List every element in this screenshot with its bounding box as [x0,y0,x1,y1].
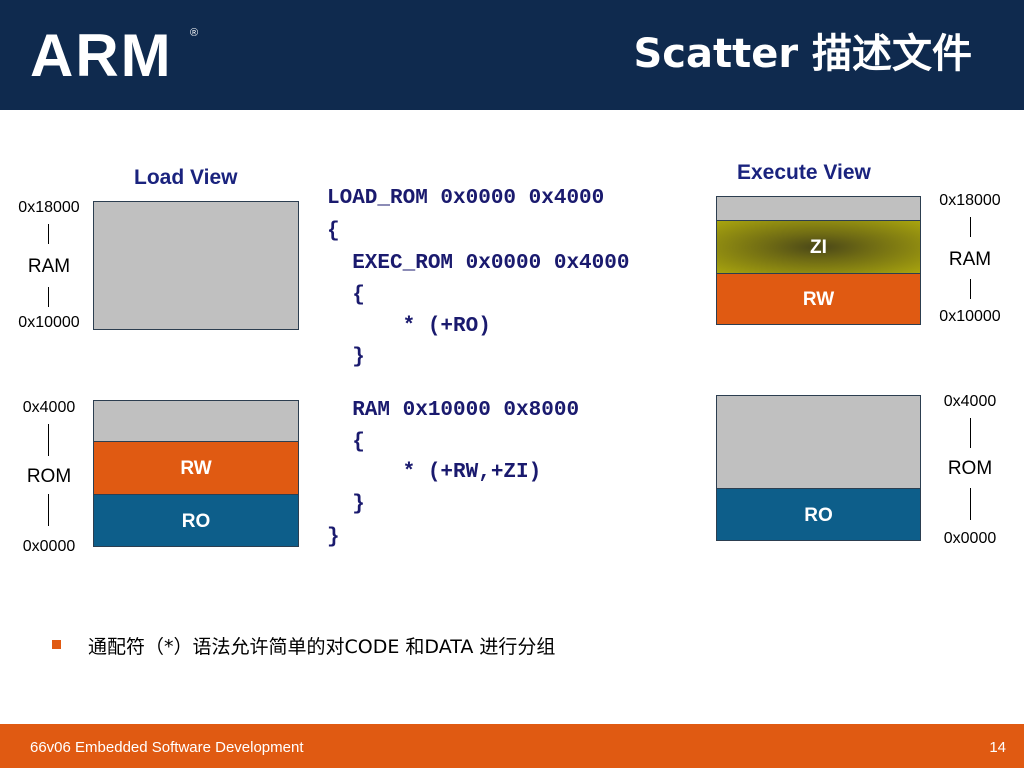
exec-rom-line-bottom [970,488,971,520]
code-line-11: } [327,526,340,549]
code-line-1: LOAD_ROM 0x0000 0x4000 [327,187,605,210]
code-line-6: } [327,346,365,369]
code-line-8: { [327,431,365,454]
load-ro-segment: RO [93,494,299,547]
footer-course: 66v06 Embedded Software Development [30,739,304,756]
exec-zi-label: ZI [810,237,827,258]
load-ram-line-bottom [48,287,49,307]
exec-zi-segment: ZI [716,220,921,274]
exec-ram-free-space [716,196,921,221]
exec-ro-segment: RO [716,488,921,541]
load-rom-line-top [48,424,49,456]
load-rom-bottom-address: 0x0000 [22,538,76,555]
page-number: 14 [989,739,1006,756]
code-line-2: { [327,220,340,243]
load-ram-bottom-address: 0x10000 [18,314,80,331]
load-ram-top-address: 0x18000 [18,199,80,216]
code-line-7: RAM 0x10000 0x8000 [327,399,580,422]
load-rom-line-bottom [48,494,49,526]
registered-mark: ® [190,27,199,39]
load-rom-label: ROM [26,466,72,487]
bullet-square-icon [52,640,61,649]
code-line-4: { [327,284,365,307]
bullet-text: 通配符（*）语法允许简单的对CODE 和DATA 进行分组 [88,636,556,658]
load-ram-label: RAM [27,256,71,277]
exec-rom-top-address: 0x4000 [943,393,997,410]
load-ram-line-top [48,224,49,244]
load-rw-label: RW [180,458,212,479]
slide-title: Scatter 描述文件 [633,31,972,77]
exec-rom-line-top [970,418,971,448]
exec-rw-label: RW [802,289,835,310]
code-line-9: * (+RW,+ZI) [327,461,542,484]
exec-rom-bottom-address: 0x0000 [943,530,997,547]
code-line-10: } [327,493,365,516]
load-rw-segment: RW [93,441,299,495]
load-ro-label: RO [181,511,211,532]
exec-rw-segment: RW [716,273,921,325]
exec-ram-top-address: 0x18000 [939,192,1001,209]
arm-logo: ARM [30,22,173,89]
code-line-3: EXEC_ROM 0x0000 0x4000 [327,252,630,275]
footer-bar: 66v06 Embedded Software Development 14 [0,724,1024,768]
code-line-5: * (+RO) [327,315,491,338]
exec-ram-label: RAM [948,249,992,270]
exec-ram-line-top [970,217,971,237]
exec-rom-free-space [716,395,921,489]
load-rom-free-space [93,400,299,442]
header-bar: ARM ® Scatter 描述文件 [0,0,1024,110]
exec-ram-line-bottom [970,279,971,299]
exec-ro-label: RO [804,505,833,526]
load-ram-block [93,201,299,330]
load-view-title: Load View [134,166,238,189]
load-rom-top-address: 0x4000 [22,399,76,416]
execute-view-title: Execute View [737,161,871,184]
exec-rom-label: ROM [947,458,993,479]
exec-ram-bottom-address: 0x10000 [939,308,1001,325]
